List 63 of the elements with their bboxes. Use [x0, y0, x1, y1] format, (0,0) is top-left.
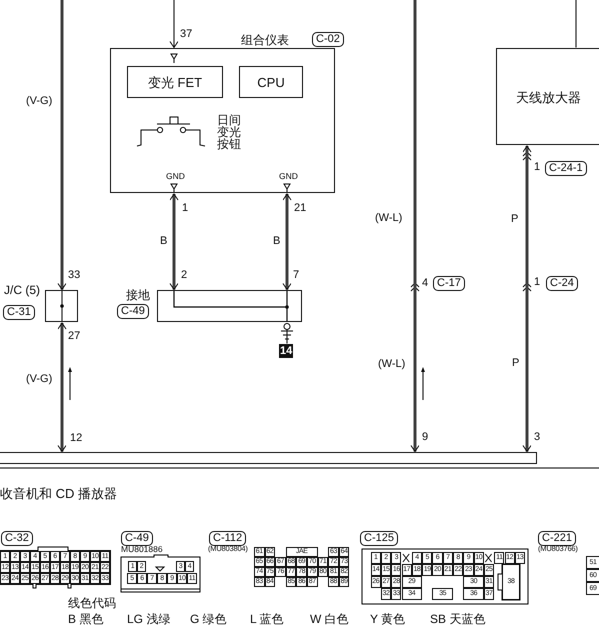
wire — [280, 322, 294, 344]
wire — [170, 0, 178, 48]
wire — [282, 194, 292, 290]
connector-code: C-49 — [121, 531, 153, 546]
wire-label: 12 — [70, 433, 82, 444]
wire-label: P — [511, 214, 518, 225]
wire-label: P — [512, 358, 520, 369]
box-label: 天线放大器 — [515, 90, 582, 104]
color-code: W 白色 — [310, 613, 349, 625]
connector-code: C-32 — [1, 531, 33, 546]
box-label: 变光 FET — [146, 76, 204, 89]
wire-label: 1 — [534, 277, 540, 288]
wire-label: (V-G) — [26, 96, 52, 107]
wire — [522, 146, 532, 452]
wire-label: 27 — [68, 331, 80, 342]
module-box — [496, 48, 599, 145]
part-number: GND — [166, 172, 185, 180]
wire-label: 4 — [422, 278, 428, 289]
connector-code: C-221 — [538, 531, 576, 546]
component-box — [239, 66, 303, 98]
wire-label: 9 — [422, 432, 428, 443]
connector-code: C-24 — [546, 276, 578, 291]
wire-label: (V-G) — [26, 374, 52, 385]
ground-number: 14 — [280, 345, 292, 357]
color-code: B 黑色 — [68, 613, 104, 625]
connector-code: C-02 — [312, 32, 344, 47]
legend-title: 线色代码 — [68, 597, 116, 609]
wire-label: 3 — [534, 432, 540, 443]
wire-label: 37 — [180, 29, 192, 40]
wire-label: B — [160, 236, 168, 247]
box-label: CPU — [256, 76, 286, 89]
component-name: 组合仪表 — [241, 34, 289, 46]
wire — [58, 0, 66, 290]
wire-label: 7 — [293, 270, 300, 281]
component-name: 收音机和 CD 播放器 — [0, 487, 117, 500]
color-code: Y 黄色 — [370, 613, 406, 625]
wire — [58, 322, 66, 452]
switch-label: 日间变光按钮 — [217, 114, 242, 150]
wire-label: (W-L) — [375, 213, 402, 224]
wire-label: 33 — [68, 270, 80, 281]
connector-code: C-112 — [209, 531, 246, 546]
color-code: L 蓝色 — [250, 613, 284, 625]
component-name: 接地 — [126, 289, 150, 301]
connector-code: C-24-1 — [545, 161, 587, 176]
wire-label: (W-L) — [378, 359, 406, 370]
wire-label: 2 — [181, 270, 188, 281]
color-code: G 绿色 — [190, 613, 227, 625]
component-box — [127, 66, 223, 98]
connector-code: C-49 — [117, 304, 149, 319]
wire-label: 1 — [182, 203, 188, 214]
color-code: LG 浅绿 — [127, 613, 170, 625]
part-number: MU801886 — [121, 545, 163, 554]
part-number: GND — [279, 172, 298, 180]
connector-code: C-17 — [433, 276, 465, 291]
color-code: SB 天蓝色 — [430, 613, 486, 625]
wire — [170, 194, 178, 290]
component-name: J/C (5) — [4, 284, 40, 296]
wire-label: 21 — [294, 203, 306, 214]
wire-label: B — [273, 236, 280, 247]
wire-label: 1 — [534, 162, 540, 173]
wire — [410, 0, 420, 452]
connector-code: C-31 — [3, 305, 35, 320]
connector-code: C-125 — [360, 531, 398, 546]
